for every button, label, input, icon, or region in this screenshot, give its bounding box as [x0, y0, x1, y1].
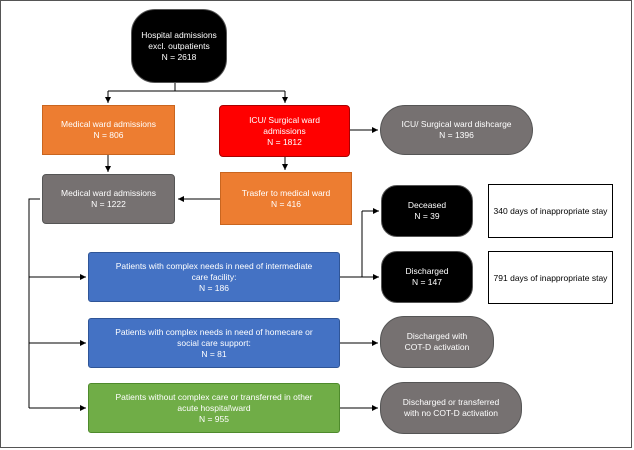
- node-discharged: Discharged N = 147: [381, 251, 473, 303]
- node-hospital-admissions: Hospital admissions excl. outpatients N …: [131, 9, 227, 83]
- node-deceased: Deceased N = 39: [381, 185, 473, 237]
- node-text: ICU/ Surgical ward: [249, 114, 320, 125]
- node-no-complex-care: Patients without complex care or transfe…: [88, 383, 340, 433]
- node-transfer-medical-ward: Trasfer to medical ward N = 416: [220, 172, 352, 225]
- node-text: N = 1812: [267, 136, 302, 147]
- node-medical-ward-total: Medical ward admissions N = 1222: [42, 174, 175, 224]
- node-text: admissions: [263, 125, 306, 136]
- node-text: Discharged with: [406, 331, 468, 341]
- node-text: Hospital admissions: [141, 29, 217, 40]
- node-text: N = 147: [411, 277, 442, 287]
- node-text: N = 1222: [91, 199, 126, 209]
- node-text: N = 39: [414, 211, 440, 221]
- node-medical-ward-admissions: Medical ward admissions N = 806: [42, 105, 175, 155]
- node-text: care facility:: [191, 271, 237, 282]
- connector-admissions-split: [108, 83, 285, 92]
- node-text: ICU/ Surgical ward dishcarge: [401, 119, 512, 129]
- node-text: Patients with complex needs in need of i…: [115, 260, 313, 271]
- node-text: N = 416: [270, 198, 301, 209]
- connector-left-trunk: [28, 198, 40, 408]
- node-text: excl. outpatients: [148, 40, 210, 51]
- node-text: N = 2618: [161, 51, 197, 62]
- note-discharged-inappropriate-stay: 791 days of inappropriate stay: [488, 251, 613, 304]
- node-intermediate-care: Patients with complex needs in need of i…: [88, 252, 340, 302]
- note-text: 340 days of inappropriate stay: [493, 206, 608, 216]
- node-text: Patients without complex care or transfe…: [115, 391, 313, 402]
- note-deceased-inappropriate-stay: 340 days of inappropriate stay: [488, 184, 613, 238]
- node-text: Medical ward admissions: [61, 119, 156, 129]
- node-text: Medical ward admissions: [61, 188, 156, 198]
- node-icu-surgical-discharge: ICU/ Surgical ward dishcarge N = 1396: [380, 105, 533, 155]
- node-text: N = 806: [93, 130, 124, 140]
- node-homecare-support: Patients with complex needs in need of h…: [88, 318, 340, 368]
- node-discharged-no-cotd: Discharged or transferred with no COT-D …: [380, 382, 522, 434]
- node-text: social care support:: [177, 337, 251, 348]
- node-text: with no COT-D activation: [403, 408, 498, 418]
- node-text: Deceased: [407, 200, 447, 210]
- node-discharged-cotd: Discharged with COT-D activation: [380, 316, 494, 368]
- node-text: N = 186: [198, 282, 229, 293]
- node-text: N = 1396: [439, 130, 474, 140]
- node-text: Discharged or transferred: [402, 397, 500, 407]
- node-text: N = 81: [201, 348, 227, 359]
- node-text: acute hospital\ward: [177, 402, 251, 413]
- node-text: Trasfer to medical ward: [241, 187, 331, 198]
- node-icu-surgical-admissions: ICU/ Surgical ward admissions N = 1812: [219, 105, 350, 157]
- node-text: N = 955: [198, 413, 229, 424]
- node-text: Discharged: [405, 266, 449, 276]
- note-text: 791 days of inappropriate stay: [493, 272, 608, 283]
- node-text: Patients with complex needs in need of h…: [115, 326, 313, 337]
- node-text: COT-D activation: [404, 342, 470, 352]
